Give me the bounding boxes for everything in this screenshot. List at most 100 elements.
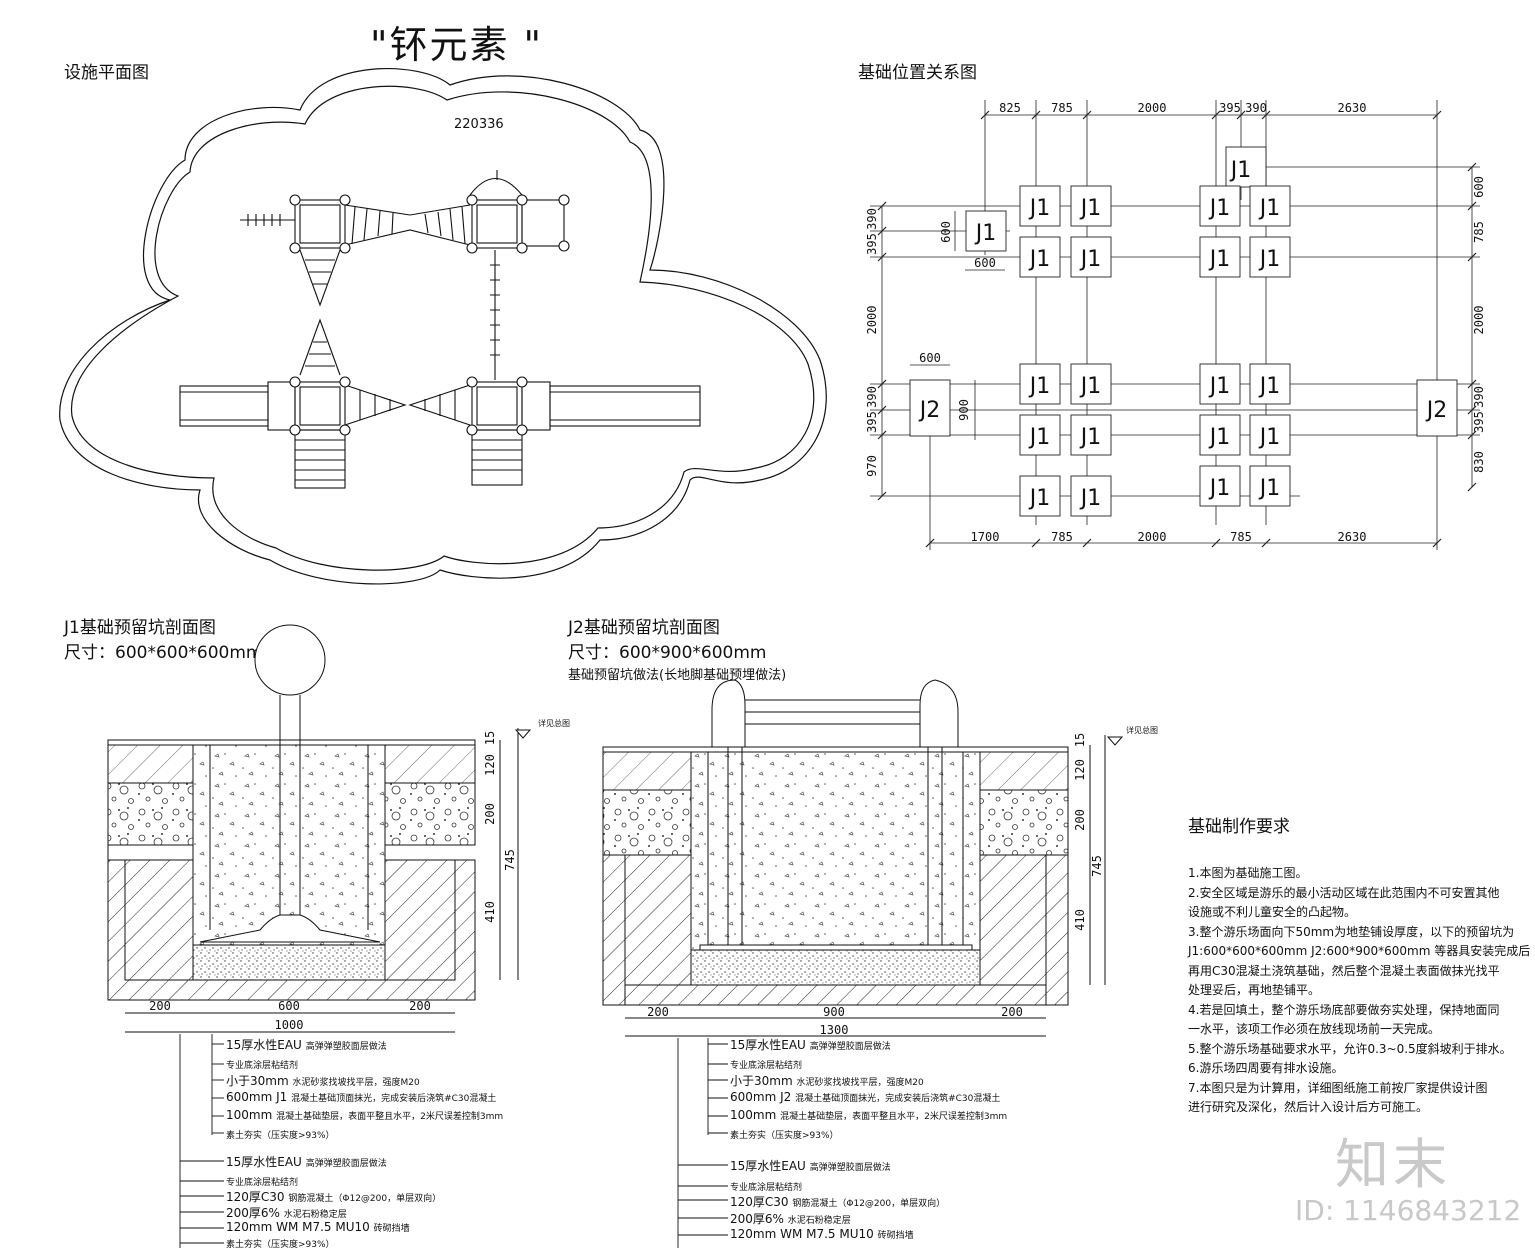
callout-detail: 混凝土基础垫层，表面平整且水平，2米尺误差控制3mm: [780, 1112, 1008, 1122]
svg-text:600: 600: [939, 221, 953, 243]
j1-callout-u3: 600mm J1 混凝土基础顶面抹光，完成安装后浇筑#C30混凝土: [226, 1090, 496, 1104]
svg-text:830: 830: [1472, 451, 1486, 473]
svg-text:785: 785: [1051, 101, 1073, 115]
tower-bottom-left: [294, 381, 346, 431]
svg-text:390: 390: [1472, 386, 1486, 408]
callout-main: 15厚水性EAU: [226, 1155, 302, 1169]
tower-bottom-right: [471, 381, 523, 431]
pad-label: J1: [1208, 374, 1231, 399]
foundation-grid: [870, 100, 1480, 550]
svg-text:390: 390: [865, 208, 879, 230]
j1-section-heading: J1基础预留坑剖面图: [64, 618, 216, 638]
j1-callout-l2: 120厚C30 钢筋混凝土（Φ12@200，单层双向）: [226, 1188, 441, 1205]
j2-section-heading: J2基础预留坑剖面图: [568, 618, 720, 638]
layout-heading: 基础位置关系图: [858, 63, 977, 83]
callout-main: 15厚水性EAU: [730, 1038, 806, 1052]
drawing-title: "钚元素 ": [370, 23, 544, 67]
pad-labels: J1 J1 J1 J1 J1 J1 J1 J1 J1 J1 J1 J1 J1 J…: [918, 158, 1448, 511]
requirement-item: 2.安全区域是游乐的最小活动区域在此范围内不可安置其他: [1188, 885, 1500, 900]
svg-text:745: 745: [1090, 855, 1104, 877]
svg-text:2000: 2000: [1472, 306, 1486, 335]
svg-text:600: 600: [1472, 176, 1486, 198]
svg-text:200: 200: [149, 999, 171, 1013]
ball-marker: [254, 624, 326, 696]
callout-detail: 高弹弹塑胶面层做法: [809, 1163, 891, 1173]
callout-detail: 水泥砂浆找坡找平层，强度M20: [796, 1078, 924, 1088]
bottom-net-bridge: [344, 384, 471, 426]
j2-leader-lines: [677, 1038, 728, 1248]
pad-label: J1: [1079, 196, 1102, 221]
callout-main: 100mm: [730, 1108, 777, 1122]
tower-top-right: [471, 199, 523, 249]
callout-main: 200厚6%: [730, 1212, 784, 1226]
j1-dimension-text: 15 120 200 410 745 200 600 200 1000: [149, 731, 517, 1032]
callout-main: 200厚6%: [226, 1206, 280, 1220]
svg-text:395: 395: [865, 233, 879, 255]
requirement-item: 7.本图只是为计算用，详细图纸施工前按厂家提供设计图: [1188, 1080, 1488, 1095]
svg-text:200: 200: [647, 1005, 669, 1019]
svg-text:200: 200: [483, 803, 497, 825]
requirement-item: 3.整个游乐场面向下50mm为地垫铺设厚度，以下的预留坑为: [1188, 924, 1515, 939]
pad-label: J1: [1028, 486, 1051, 511]
svg-text:785: 785: [1472, 221, 1486, 243]
callout-detail: 混凝土基础顶面抹光，完成安装后浇筑#C30混凝土: [795, 1094, 1001, 1104]
requirement-item: 一水平，该项工作必须在放线现场前一天完成。: [1188, 1022, 1441, 1036]
svg-text:1700: 1700: [971, 530, 1000, 544]
j2-callout-u1: 专业底涂层粘结剂: [730, 1061, 803, 1071]
j1-callout-u1: 专业底涂层粘结剂: [226, 1061, 299, 1071]
callout-detail: 砖砌挡墙: [877, 1231, 914, 1241]
safety-zone-outline: [59, 68, 827, 585]
j2-callout-u5: 素土夯实（压实度>93%）: [730, 1131, 839, 1141]
bench-right-support: [919, 679, 959, 747]
tower-top-left: [294, 199, 346, 249]
svg-text:410: 410: [1073, 909, 1087, 931]
callout-main: 600mm J1: [226, 1090, 288, 1104]
pad-label: J1: [1208, 425, 1231, 450]
callout-detail: 高弹弹塑胶面层做法: [809, 1042, 891, 1052]
requirements-heading: 基础制作要求: [1188, 817, 1290, 837]
pad-label: J1: [1079, 374, 1102, 399]
stairs-left: [294, 429, 346, 489]
j1-callout-l5: 素土夯实（压实度>93%）: [226, 1240, 335, 1250]
pad-label: J1: [974, 221, 997, 246]
svg-text:395: 395: [1219, 101, 1241, 115]
j1-size: 尺寸：600*600*600mm: [64, 643, 263, 663]
callout-detail: 钢筋混凝土（Φ12@200，单层双向）: [792, 1199, 946, 1209]
pad-label: J1: [1208, 247, 1231, 272]
stairs-right: [471, 429, 523, 486]
pad-label: J1: [1079, 247, 1102, 272]
svg-text:200: 200: [1001, 1005, 1023, 1019]
pad-label: J1: [1028, 247, 1051, 272]
requirement-item: 再用C30混凝土浇筑基础，然后整个混凝土表面做抹光找平: [1188, 963, 1500, 978]
layout-dimensions: 825 785 2000 395 390 2630 1700 785 2000 …: [919, 101, 1366, 544]
requirement-item: 6.游乐场四周要有排水设施。: [1188, 1061, 1344, 1075]
pad-label: J1: [1258, 425, 1281, 450]
watermark-id: ID: 1146843212: [1295, 1194, 1522, 1227]
left-net-bridge: [299, 249, 341, 376]
svg-text:1300: 1300: [820, 1023, 849, 1037]
j2-callout-u3: 600mm J2 混凝土基础顶面抹光，完成安装后浇筑#C30混凝土: [730, 1090, 1000, 1104]
svg-text:600: 600: [919, 351, 941, 365]
svg-text:200: 200: [409, 999, 431, 1013]
j1-callout-u2: 小于30mm 水泥砂浆找坡找平层，强度M20: [226, 1072, 420, 1089]
svg-text:745: 745: [503, 849, 517, 871]
svg-text:825: 825: [999, 101, 1021, 115]
svg-text:2000: 2000: [1138, 530, 1167, 544]
callout-main: 小于30mm: [226, 1074, 289, 1088]
svg-text:2000: 2000: [1138, 101, 1167, 115]
dimension-ticks: [877, 110, 1477, 548]
svg-text:390: 390: [865, 386, 879, 408]
j1-callout-u4: 100mm 混凝土基础垫层，表面平整且水平，2米尺误差控制3mm: [226, 1108, 503, 1122]
j2-callout-l2: 120厚C30 钢筋混凝土（Φ12@200，单层双向）: [730, 1193, 945, 1210]
svg-text:785: 785: [1230, 530, 1252, 544]
pad-label: J2: [1425, 398, 1448, 423]
pad-label: J1: [1258, 374, 1281, 399]
callout-main: 120厚C30: [226, 1190, 285, 1204]
j2-note: 基础预留坑做法(长地脚基础预埋做法): [568, 668, 787, 683]
callout-main: 小于30mm: [730, 1074, 793, 1088]
pad-label: J1: [1229, 158, 1252, 183]
requirements-list: 1.本图为基础施工图。 2.安全区域是游乐的最小活动区域在此范围内不可安置其他 …: [1188, 864, 1530, 1118]
callout-main: 120厚C30: [730, 1195, 789, 1209]
j2-size: 尺寸：600*900*600mm: [568, 643, 767, 663]
